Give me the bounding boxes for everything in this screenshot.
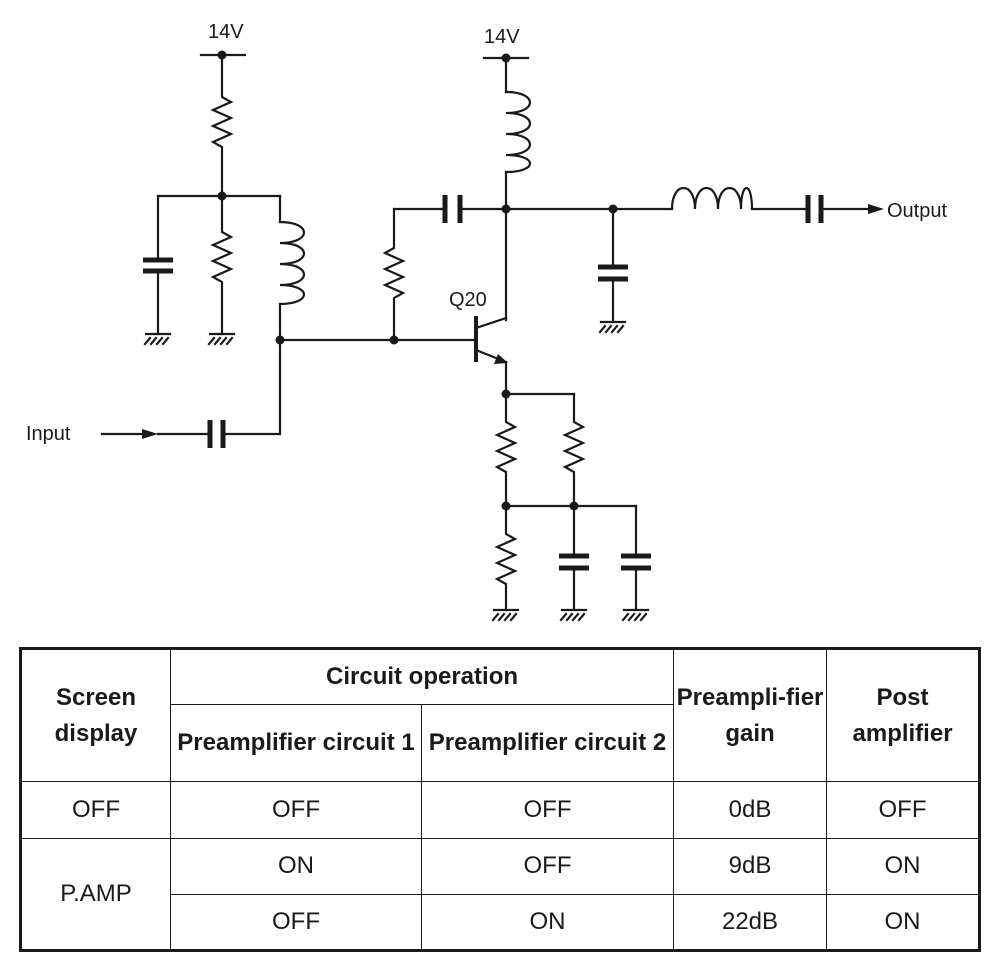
- output-arrow-icon: [868, 204, 884, 214]
- cell-screen-display: OFF: [20, 781, 171, 839]
- capacitor-output-coupling: [805, 195, 876, 223]
- header-preamp-circuit-2: Preamplifier circuit 2: [420, 704, 675, 783]
- cell-preamp-2: ON: [420, 893, 675, 952]
- cell-post-amp: ON: [826, 837, 981, 895]
- resistor-feedback: [382, 207, 406, 342]
- header-screen-display: Screen display: [20, 647, 171, 783]
- ground-icon: [207, 332, 236, 346]
- transistor-q20: [474, 316, 508, 364]
- capacitor-input-coupling: [156, 420, 282, 448]
- cell-preamp-1: ON: [170, 837, 422, 895]
- header-circuit-operation: Circuit operation: [169, 647, 675, 706]
- ground-icon: [143, 332, 172, 346]
- amplifier-schematic: 14V Input: [26, 21, 947, 622]
- ground-icon: [559, 608, 588, 622]
- inductor-bias-choke: [278, 194, 306, 436]
- input-arrow-icon: [142, 429, 158, 439]
- inductor-output: [670, 187, 808, 211]
- cell-screen-display: P.AMP: [20, 837, 171, 952]
- cell-post-amp: OFF: [826, 781, 981, 839]
- resistor-emitter-bypass: [562, 392, 586, 508]
- ground-icon: [491, 608, 520, 622]
- transistor-label: Q20: [449, 289, 487, 311]
- table-row: OFF OFF OFF 0dB OFF: [20, 781, 981, 839]
- capacitor-emitter-2: [621, 504, 651, 612]
- cell-preamp-2: OFF: [420, 781, 675, 839]
- resistor-bias-lower: [210, 194, 234, 336]
- supply-label-left: 14V: [208, 21, 244, 43]
- header-preamp-gain: Preampli-fier gain: [673, 647, 828, 783]
- capacitor-emitter-1: [559, 504, 589, 612]
- resistor-top-left: [210, 53, 234, 198]
- table-row: P.AMP ON OFF 9dB ON: [20, 837, 981, 952]
- resistor-emitter-upper: [494, 392, 518, 508]
- resistor-emitter-lower: [494, 504, 518, 612]
- cell-preamp-gain: 22dB: [673, 893, 828, 952]
- cell-preamp-gain: 0dB: [673, 781, 828, 839]
- cell-preamp-1: OFF: [170, 781, 422, 839]
- operation-table: Screen display Circuit operation Preampl…: [19, 647, 982, 952]
- header-preamp-circuit-1: Preamplifier circuit 1: [170, 704, 422, 783]
- supply-label-right: 14V: [484, 26, 520, 48]
- capacitor-feedback: [442, 195, 508, 223]
- table-row: OFF ON 22dB ON: [21, 893, 981, 952]
- cell-post-amp: ON: [826, 893, 981, 952]
- cell-preamp-1: OFF: [170, 893, 422, 952]
- cell-preamp-2: OFF: [420, 837, 675, 895]
- inductor-collector-choke: [504, 56, 532, 322]
- ground-icon: [598, 320, 627, 334]
- ground-icon: [621, 608, 650, 622]
- capacitor-output-shunt: [598, 207, 628, 324]
- header-post-amplifier: Post amplifier: [826, 647, 981, 783]
- cell-preamp-gain: 9dB: [673, 837, 828, 895]
- input-label: Input: [26, 423, 71, 445]
- capacitor-bias-decouple: [143, 194, 173, 336]
- output-label: Output: [887, 200, 947, 222]
